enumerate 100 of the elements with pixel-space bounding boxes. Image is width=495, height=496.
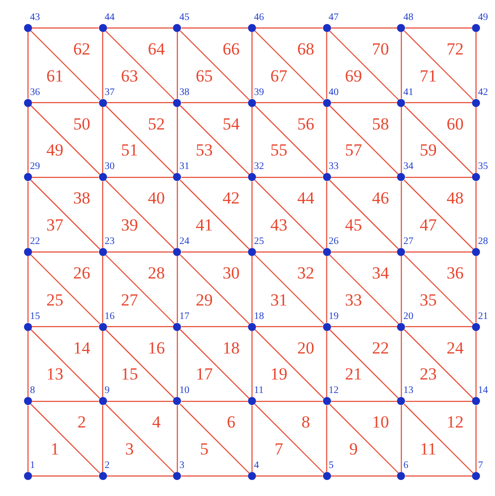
mesh-edge — [254, 404, 324, 474]
triangle-number: 52 — [148, 115, 165, 132]
mesh-edge — [329, 30, 400, 100]
triangle-number: 54 — [222, 115, 240, 132]
mesh-edge — [256, 326, 324, 328]
triangle-number: 55 — [270, 142, 288, 159]
node-number: 40 — [328, 88, 339, 98]
triangle-number: 40 — [148, 190, 165, 207]
triangle-number: 42 — [222, 190, 240, 207]
node-number: 25 — [254, 236, 264, 247]
triangle-number: 43 — [270, 216, 288, 234]
triangle-number: 51 — [121, 142, 138, 159]
triangle-number: 14 — [73, 339, 90, 356]
node-number: 45 — [179, 12, 190, 23]
mesh-edge — [102, 330, 104, 398]
triangle-number: 67 — [270, 67, 288, 84]
mesh-edge — [180, 30, 250, 100]
mesh-edge — [330, 27, 398, 28]
node-number: 29 — [30, 162, 40, 172]
mesh-edge — [329, 254, 400, 324]
mesh-edge — [180, 102, 248, 104]
mesh-edge — [326, 31, 328, 100]
triangle-number: 68 — [297, 40, 314, 58]
mesh-edge — [30, 180, 100, 250]
mesh-edge — [180, 104, 250, 175]
triangle-number: 20 — [297, 339, 314, 356]
mesh-edge — [105, 180, 175, 250]
mesh-edge — [326, 256, 328, 324]
node-number: 11 — [254, 386, 264, 396]
mesh-edge — [176, 180, 178, 248]
node-number: 21 — [478, 312, 488, 322]
mesh-edge — [105, 30, 175, 100]
mesh-edge — [30, 30, 100, 100]
triangle-number: 69 — [345, 67, 362, 84]
triangle-number: 26 — [73, 264, 90, 282]
triangle-number: 12 — [446, 414, 464, 431]
triangle-number: 45 — [345, 216, 362, 234]
mesh-edge — [404, 30, 474, 100]
node-number: 36 — [30, 88, 40, 98]
triangle-number: 23 — [420, 366, 437, 383]
node-number: 17 — [179, 312, 190, 322]
triangle-number: 21 — [345, 366, 362, 383]
mesh-edge — [404, 400, 473, 402]
mesh-edge — [105, 329, 175, 399]
triangle-number: 6 — [226, 414, 236, 431]
mesh-edge — [329, 180, 400, 250]
triangle-number: 72 — [446, 40, 464, 58]
node-number: 22 — [30, 236, 40, 247]
node-number: 13 — [403, 386, 414, 396]
node-number: 10 — [179, 386, 190, 396]
triangle-number: 62 — [73, 40, 90, 58]
mesh-edge — [180, 400, 248, 402]
mesh-edge — [326, 180, 328, 248]
node-number: 28 — [478, 236, 488, 247]
node-number: 20 — [403, 312, 414, 322]
node-number: 12 — [328, 386, 339, 396]
node-number: 41 — [403, 88, 414, 98]
mesh-edge — [256, 176, 324, 178]
triangle-number: 38 — [73, 190, 90, 207]
triangle-number: 28 — [148, 264, 165, 282]
mesh-edge — [106, 326, 174, 328]
mesh-edge — [106, 102, 174, 104]
triangle-number: 31 — [270, 291, 288, 308]
mesh-edge — [176, 330, 178, 398]
triangle-number: 4 — [152, 414, 161, 431]
mesh-edge — [476, 180, 477, 248]
node-number: 37 — [104, 88, 115, 98]
triangle-number: 17 — [196, 366, 213, 383]
mesh-edge — [329, 104, 400, 175]
mesh-edge — [254, 30, 324, 100]
mesh-edge — [180, 27, 248, 28]
node-number: 19 — [328, 312, 339, 322]
mesh-edge — [176, 404, 178, 472]
mesh-edge — [102, 106, 104, 174]
node-number: 44 — [104, 12, 115, 23]
triangle-number: 49 — [46, 142, 64, 159]
node-number: 18 — [254, 312, 264, 322]
mesh-edge — [254, 329, 324, 399]
node-number: 7 — [478, 461, 484, 471]
node-number: 31 — [179, 162, 190, 172]
mesh-edge — [404, 104, 474, 175]
triangle-number: 58 — [372, 115, 389, 132]
triangle-number: 66 — [222, 40, 240, 58]
mesh-edge — [32, 176, 100, 178]
mesh-edge — [326, 330, 328, 398]
node-number: 2 — [104, 461, 110, 471]
triangle-number: 65 — [196, 67, 213, 84]
node-number: 5 — [328, 461, 334, 471]
node-number: 23 — [104, 236, 115, 247]
mesh-edge — [404, 102, 473, 104]
triangle-number: 15 — [121, 366, 138, 383]
triangle-number: 16 — [148, 339, 165, 356]
triangle-number: 56 — [297, 115, 314, 132]
mesh-edge — [106, 176, 174, 178]
mesh-edge — [102, 404, 104, 472]
node-number: 1 — [30, 461, 35, 471]
triangle-number: 3 — [125, 440, 134, 458]
triangle-number: 71 — [420, 67, 437, 84]
mesh-edge — [329, 404, 400, 474]
mesh-edge — [400, 256, 402, 324]
